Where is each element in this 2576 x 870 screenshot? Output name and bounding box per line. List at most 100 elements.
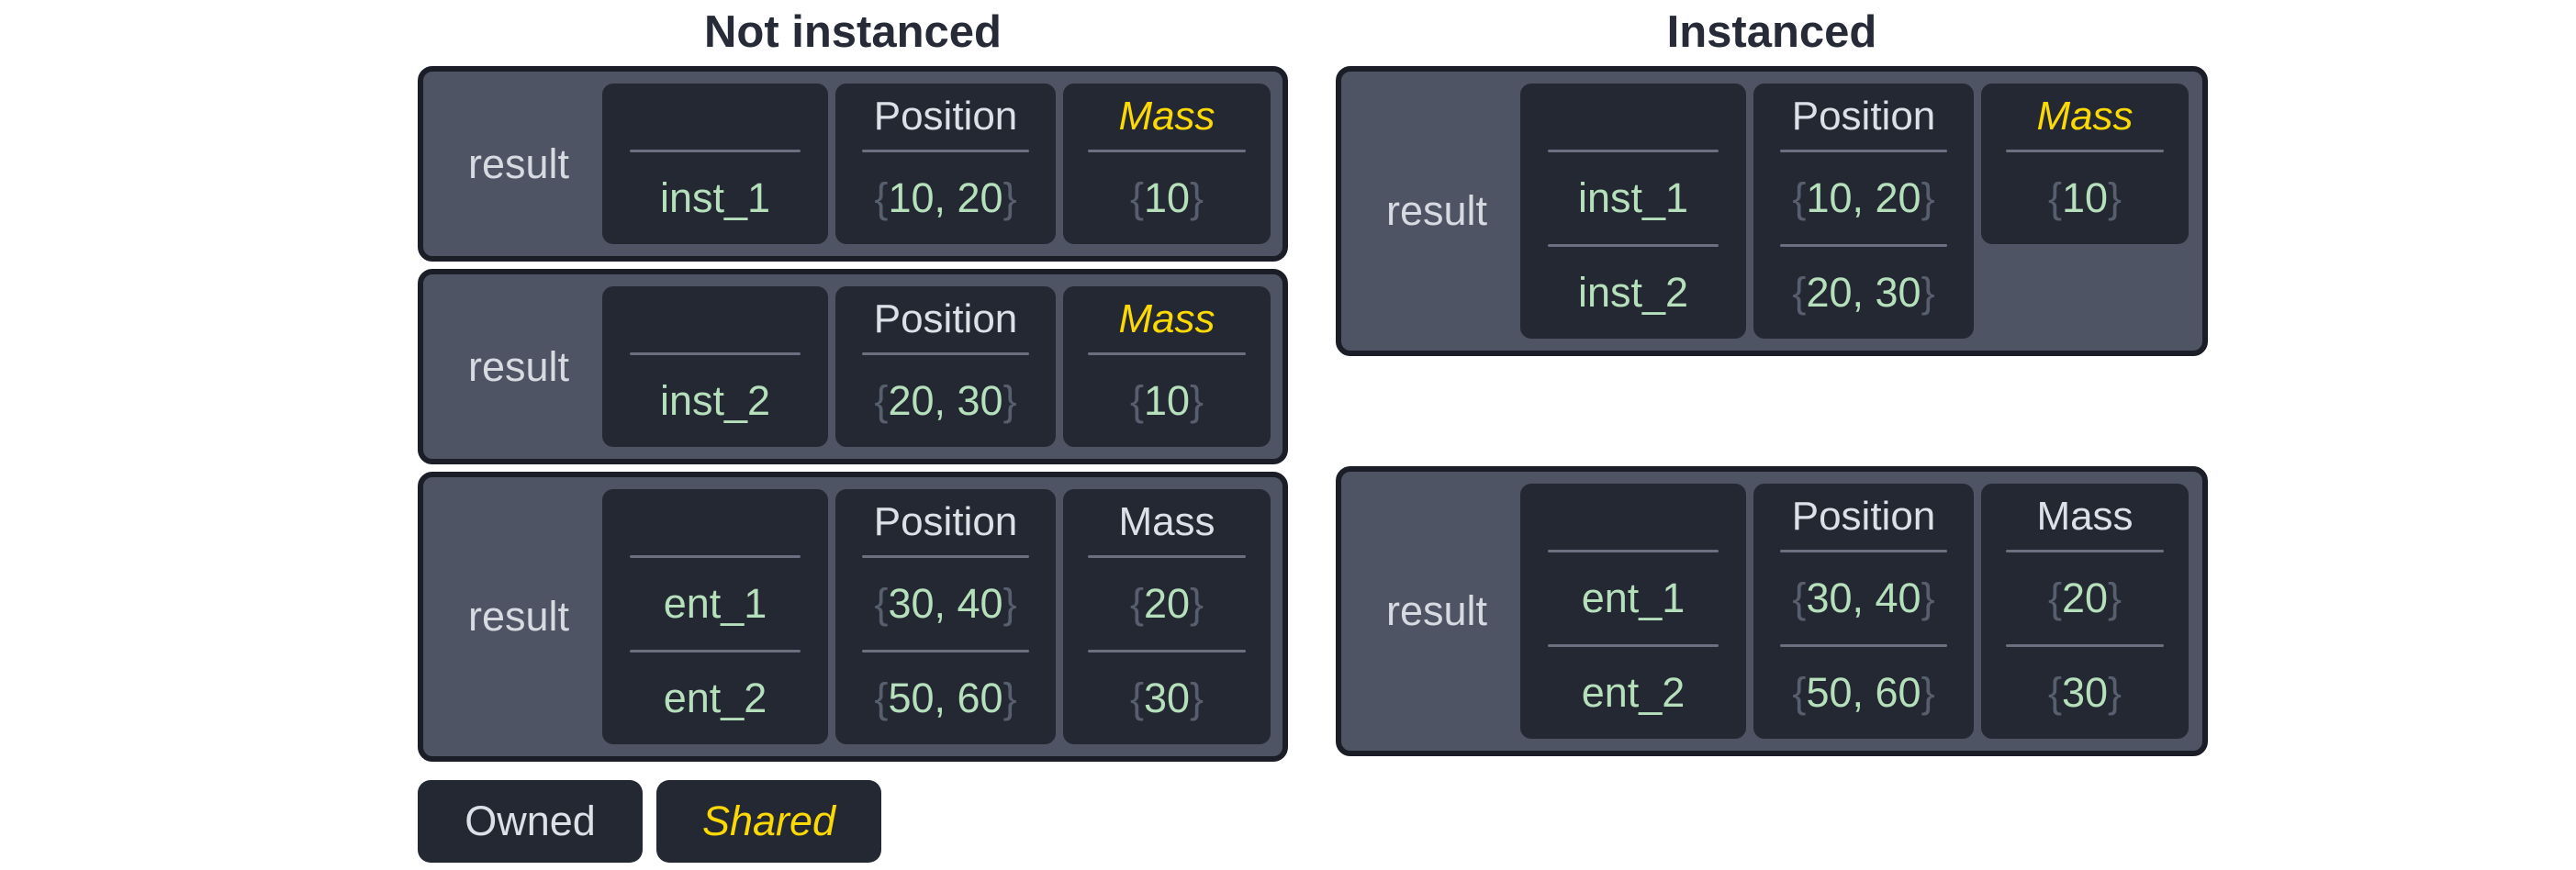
- close-brace: }: [1190, 377, 1204, 424]
- value-row: {30, 40}: [835, 558, 1056, 650]
- panel-title-not-instanced: Not instanced: [704, 7, 1002, 57]
- column-position: Position{10, 20}{20, 30}: [1753, 84, 1974, 339]
- close-brace: }: [1002, 377, 1017, 424]
- result-label: result: [467, 139, 570, 187]
- row-separator: [1779, 244, 1948, 247]
- legend: Owned Shared: [418, 780, 881, 863]
- row-separator: [1088, 555, 1246, 558]
- close-brace: }: [1921, 174, 1935, 221]
- column-entities: inst_1 inst_2: [1520, 84, 1746, 339]
- close-brace: }: [1002, 675, 1017, 721]
- column-header-position: Position: [1791, 94, 1936, 139]
- entity-name: inst_2: [659, 377, 771, 424]
- value-row: {10}: [1063, 152, 1271, 244]
- value-row: {30, 40}: [1753, 552, 1974, 644]
- open-brace: {: [874, 580, 889, 627]
- open-brace: {: [1792, 574, 1807, 621]
- close-brace: }: [1190, 174, 1204, 221]
- column-header-mass: Mass: [1118, 94, 1215, 139]
- column-position: Position {30, 40}{50, 60}: [1753, 484, 1974, 739]
- value-row: inst_1: [1520, 152, 1746, 244]
- column-entities: inst_2: [602, 286, 828, 447]
- open-brace: {: [1129, 174, 1144, 221]
- result-label: result: [1385, 587, 1488, 634]
- open-brace: {: [2047, 174, 2062, 221]
- row-separator: [629, 352, 801, 355]
- value-text: 10, 20: [888, 174, 1003, 221]
- value-row: {10, 20}: [835, 152, 1056, 244]
- close-brace: }: [1921, 574, 1935, 621]
- row-separator: [861, 555, 1030, 558]
- value-row: {10, 20}: [1753, 152, 1974, 244]
- column-header-position: Position: [873, 296, 1018, 341]
- row-separator: [1547, 244, 1719, 247]
- value-row: inst_2: [602, 355, 828, 447]
- close-brace: }: [1002, 174, 1017, 221]
- open-brace: {: [874, 675, 889, 721]
- legend-shared-label: Shared: [701, 798, 836, 844]
- row-separator: [1088, 150, 1246, 152]
- column-mass: Mass {10}: [1063, 84, 1271, 244]
- column-header-entities: [1520, 84, 1746, 150]
- value-row: {50, 60}: [1753, 647, 1974, 739]
- value-text: 30: [2061, 669, 2109, 716]
- value-row: {50, 60}: [835, 652, 1056, 744]
- open-brace: {: [1792, 174, 1807, 221]
- open-brace: {: [874, 377, 889, 424]
- row-separator: [1547, 550, 1719, 552]
- column-header-mass: Mass: [1118, 499, 1215, 544]
- column-position: Position {20, 30}: [835, 286, 1056, 447]
- row-separator: [2006, 644, 2164, 647]
- value-text: 50, 60: [888, 675, 1003, 721]
- column-header-mass: Mass: [1118, 296, 1215, 341]
- open-brace: {: [2047, 574, 2062, 621]
- row-separator: [2006, 550, 2164, 552]
- value-text: 20: [1143, 580, 1191, 627]
- value-row: ent_1: [1520, 552, 1746, 644]
- column-mass: Mass{20}{30}: [1981, 484, 2189, 739]
- open-brace: {: [2047, 669, 2062, 716]
- column-header-mass: Mass: [2036, 494, 2134, 539]
- entity-name: ent_1: [663, 580, 767, 627]
- value-text: 20, 30: [1806, 269, 1921, 316]
- value-text: 10, 20: [1806, 174, 1921, 221]
- column-mass: Mass{10}: [1981, 84, 2189, 244]
- column-mass: Mass{20}{30}: [1063, 489, 1271, 744]
- open-brace: {: [1792, 269, 1807, 316]
- row-separator: [2006, 150, 2164, 152]
- value-row: {30}: [1063, 652, 1271, 744]
- value-row: ent_2: [1520, 647, 1746, 739]
- value-text: 20: [2061, 574, 2109, 621]
- value-text: 20, 30: [888, 377, 1003, 424]
- column-header-mass: Mass: [2036, 94, 2134, 139]
- row-separator: [1779, 150, 1948, 152]
- row-separator: [861, 150, 1030, 152]
- value-row: {30}: [1981, 647, 2189, 739]
- close-brace: }: [2108, 669, 2122, 716]
- row-separator: [1088, 650, 1246, 652]
- result-label: result: [1385, 187, 1488, 234]
- value-text: 10: [2061, 174, 2109, 221]
- entity-name: ent_2: [663, 675, 767, 721]
- column-header-entities: [602, 286, 828, 352]
- value-text: 10: [1143, 174, 1191, 221]
- close-brace: }: [1190, 580, 1204, 627]
- entity-name: inst_1: [659, 174, 771, 221]
- close-brace: }: [1921, 269, 1935, 316]
- entity-name: inst_1: [1577, 174, 1689, 221]
- column-header-position: Position: [1791, 494, 1936, 539]
- value-row: {20}: [1981, 552, 2189, 644]
- close-brace: }: [1002, 580, 1017, 627]
- value-row: inst_2: [1520, 247, 1746, 339]
- value-row: {20, 30}: [835, 355, 1056, 447]
- value-text: 30, 40: [888, 580, 1003, 627]
- legend-owned-label: Owned: [465, 798, 596, 844]
- row-separator: [629, 650, 801, 652]
